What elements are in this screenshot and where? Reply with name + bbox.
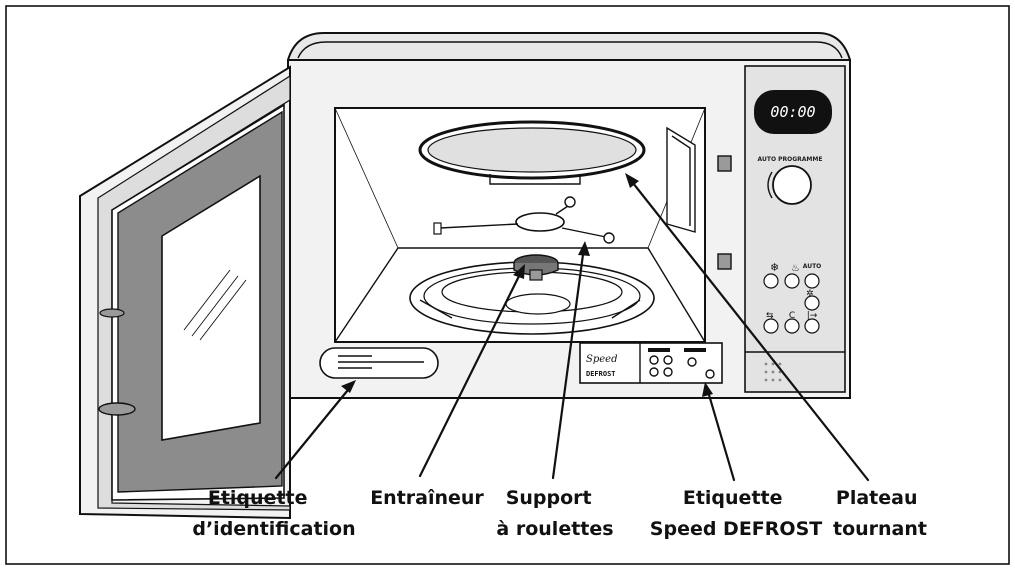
- callout-identification-line2: d’identification: [192, 518, 355, 540]
- identification-label-slot: [319, 347, 439, 379]
- sticker-word: DEFROST: [586, 370, 616, 378]
- callout-identification: Etiquette d’identification: [192, 487, 355, 540]
- latch-hole-top: [717, 155, 732, 172]
- weight-defrost-icon: ❄: [770, 261, 779, 274]
- callout-plateau-line2: tournant: [833, 518, 927, 540]
- door-hook-bottom: [98, 402, 136, 416]
- clock-display: 00:00: [754, 90, 832, 134]
- auto-label: AUTO: [803, 263, 822, 270]
- turntable-coupler: [513, 254, 559, 281]
- programme-dial[interactable]: [767, 165, 812, 205]
- eco-icon: ⇆: [766, 311, 774, 321]
- callout-plateau: Plateau tournant: [833, 487, 927, 540]
- start-symbol: |→: [807, 311, 818, 321]
- grill-icon: ♨: [791, 263, 800, 274]
- roller-support: [433, 196, 615, 244]
- callout-support-line1: Support: [506, 487, 592, 509]
- sticker-script: Speed: [586, 354, 618, 365]
- callout-support: Support à roulettes: [496, 487, 613, 540]
- panel-caption: AUTO PROGRAMME: [758, 156, 823, 163]
- arrow-plateau: [625, 173, 870, 482]
- speaker-grille: [764, 362, 782, 382]
- turntable-plate: [418, 120, 646, 185]
- grill-button[interactable]: [784, 273, 800, 289]
- callout-entraineur-line1: Entraîneur: [370, 487, 484, 509]
- defrost-button[interactable]: [763, 273, 779, 289]
- callout-labels: Etiquette d’identification Entraîneur Su…: [192, 487, 927, 540]
- callout-defrost-line1: Etiquette: [683, 487, 783, 509]
- arrow-identification: [274, 380, 356, 480]
- callout-arrows: [274, 173, 870, 482]
- eco-button[interactable]: [763, 318, 779, 334]
- speed-defrost-sticker: Speed DEFROST: [579, 342, 723, 384]
- arrow-entraineur: [418, 264, 525, 478]
- callout-entraineur: Entraîneur: [370, 487, 484, 509]
- callout-support-line2: à roulettes: [496, 518, 613, 540]
- latch-hole-bottom: [717, 253, 732, 270]
- door-hook-top: [99, 308, 125, 318]
- speed-defrost-button[interactable]: [804, 295, 820, 311]
- start-button[interactable]: [804, 318, 820, 334]
- callout-defrost-label: Etiquette Speed DEFROST: [650, 487, 822, 540]
- arrow-defrost-label: [702, 382, 736, 482]
- button-group: ❄ ♨ AUTO ✲ ⇆ C |→: [763, 261, 822, 334]
- callout-plateau-line1: Plateau: [836, 487, 918, 509]
- callout-defrost-line2: Speed DEFROST: [650, 518, 822, 540]
- auto-button[interactable]: [804, 273, 820, 289]
- display-time: 00:00: [770, 103, 815, 121]
- arrow-support: [551, 241, 590, 480]
- speed-defrost-icon: ✲: [806, 289, 814, 299]
- clear-button[interactable]: [784, 318, 800, 334]
- callout-identification-line1: Etiquette: [208, 487, 308, 509]
- oven-door: [79, 65, 291, 520]
- clear-label: C: [789, 311, 795, 321]
